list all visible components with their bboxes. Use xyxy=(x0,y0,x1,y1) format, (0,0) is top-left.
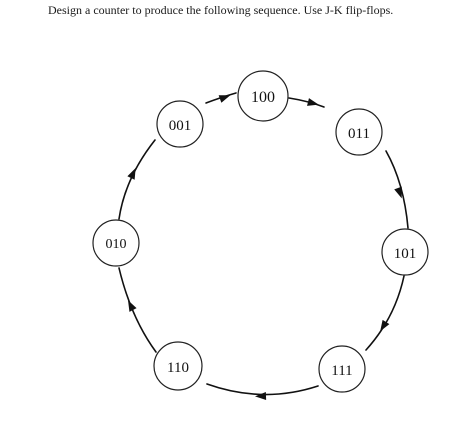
state-111-label: 111 xyxy=(331,363,352,379)
edge-100-to-011 xyxy=(288,97,325,108)
arrowhead-111-to-110 xyxy=(255,392,267,400)
state-111: 111 xyxy=(318,345,366,393)
edge-111-to-110 xyxy=(206,383,319,396)
state-100-circle xyxy=(237,70,289,122)
arrowhead-101-to-111 xyxy=(380,319,390,332)
arrowhead-110-to-010 xyxy=(128,300,137,312)
arrowhead-001-to-100 xyxy=(218,95,231,103)
edge-101-to-111 xyxy=(365,275,405,351)
state-101-label: 101 xyxy=(394,246,417,262)
state-100-label: 100 xyxy=(251,89,275,106)
state-001-label: 001 xyxy=(169,118,192,134)
state-011: 011 xyxy=(335,108,383,156)
state-110-label: 110 xyxy=(167,360,189,376)
state-101: 101 xyxy=(381,228,429,276)
arrowhead-100-to-011 xyxy=(307,98,319,106)
state-111-circle xyxy=(318,345,366,393)
state-101-circle xyxy=(381,228,429,276)
state-001-circle xyxy=(156,100,204,148)
state-110: 110 xyxy=(153,341,203,391)
problem-statement: Design a counter to produce the followin… xyxy=(48,3,394,17)
edge-110-to-010 xyxy=(118,267,157,353)
state-011-label: 011 xyxy=(348,126,370,142)
state-011-circle xyxy=(335,108,383,156)
state-110-circle xyxy=(153,341,203,391)
edge-010-to-001 xyxy=(118,139,156,220)
state-010: 010 xyxy=(92,219,140,267)
state-100: 100 xyxy=(237,70,289,122)
arrowhead-011-to-101 xyxy=(394,186,402,199)
state-001: 001 xyxy=(156,100,204,148)
state-010-label: 010 xyxy=(106,237,127,252)
edge-011-to-101 xyxy=(385,150,409,229)
arrowhead-010-to-001 xyxy=(127,168,136,180)
transition-arrowheads xyxy=(127,95,402,400)
state-010-circle xyxy=(92,219,140,267)
